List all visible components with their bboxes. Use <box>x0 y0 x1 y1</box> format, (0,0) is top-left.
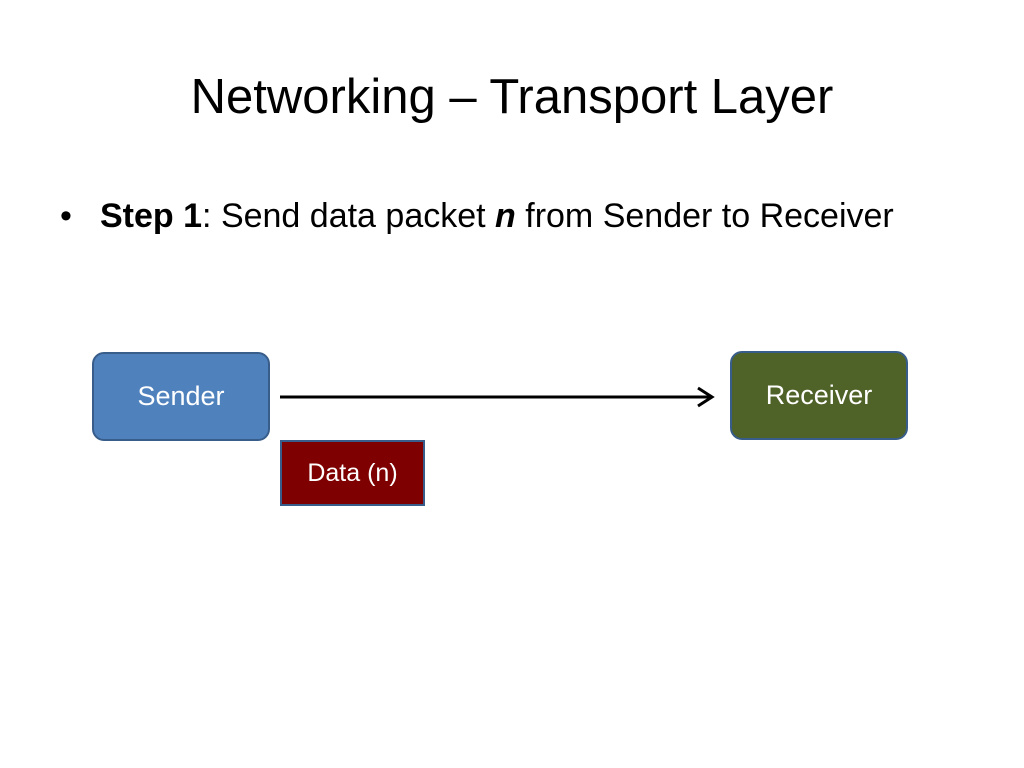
receiver-box: Receiver <box>730 351 908 440</box>
step-label: Step 1 <box>100 197 203 235</box>
slide-title: Networking – Transport Layer <box>190 70 834 124</box>
data-packet-label: Data (n) <box>307 458 398 487</box>
bullet-icon: • <box>60 197 72 235</box>
bullet-text-part-1: : Send data packet <box>202 197 496 235</box>
packet-variable: n <box>495 197 516 235</box>
bullet-text-part-2: from Sender to Receiver <box>515 197 894 235</box>
send-arrow-head-icon <box>697 386 715 408</box>
data-packet-box: Data (n) <box>280 440 425 506</box>
bullet-item-step-1: Step 1: Send data packet n from Sender t… <box>100 190 940 242</box>
sender-label: Sender <box>137 381 225 411</box>
bullet-list: • Step 1: Send data packet n from Sender… <box>60 190 940 242</box>
receiver-label: Receiver <box>765 380 873 410</box>
sender-box: Sender <box>92 352 270 441</box>
